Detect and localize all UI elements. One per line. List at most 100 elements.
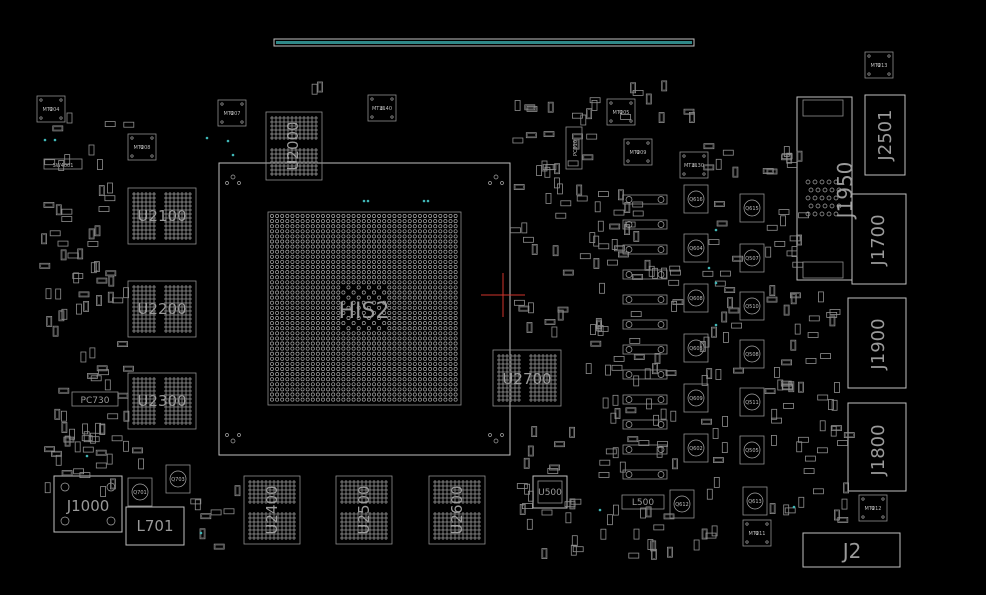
memory-chip-u2700[interactable]: U2700: [492, 349, 562, 407]
memory-chip-u2000[interactable]: U2000: [265, 111, 323, 181]
j1950-label: J1950: [833, 162, 857, 221]
mosfet-label: Q507: [745, 256, 758, 262]
mosfet-q613[interactable]: Q613: [742, 486, 768, 516]
mount-label: MT205: [613, 110, 630, 116]
memory-chip-u2100[interactable]: U2100: [127, 187, 197, 245]
mounting-hole-mt208[interactable]: MT208: [127, 133, 157, 161]
memory-chip-u2500[interactable]: U2500: [335, 475, 393, 545]
l701-label: L701: [137, 517, 174, 535]
u2300-label: U2300: [137, 392, 186, 410]
mosfet-label: Q602: [689, 446, 702, 452]
j1950-pin-field: [805, 179, 842, 217]
mosfet-label: Q510: [745, 304, 758, 310]
mosfet-q609[interactable]: Q609: [683, 383, 709, 413]
mosfet-q604[interactable]: Q604: [683, 233, 709, 263]
mosfet-label: Q511: [745, 400, 758, 406]
mosfet-q505[interactable]: Q505: [739, 435, 765, 465]
mounting-hole-mt211[interactable]: MT211: [742, 519, 772, 547]
mosfet-q602[interactable]: Q602: [683, 433, 709, 463]
u2600-label: U2600: [448, 485, 466, 534]
mounting-hole-mt212[interactable]: MT212: [858, 494, 888, 522]
mosfet-q511[interactable]: Q511: [739, 387, 765, 417]
mounting-hole-mt2140[interactable]: MT2140: [367, 94, 397, 122]
mounting-hole-mt213[interactable]: MT213: [864, 51, 894, 79]
mosfet-label: Q701: [133, 490, 146, 496]
mounting-hole-mt209[interactable]: MT209: [623, 138, 653, 166]
ic-u500[interactable]: U500: [532, 475, 568, 509]
mount-label: MT207: [224, 111, 241, 117]
mounting-hole-mt204[interactable]: MT204: [36, 95, 66, 123]
gpu-label: HIS2: [339, 299, 390, 324]
mosfet-q510[interactable]: Q510: [739, 291, 765, 321]
sw4001-label: SW4001: [53, 163, 74, 169]
mount-label: MT212: [865, 506, 882, 512]
mounting-hole-mt207[interactable]: MT207: [217, 99, 247, 127]
j2-label: J2: [841, 539, 862, 563]
mount-label: MT204: [43, 107, 60, 113]
ic-pc730[interactable]: PC730: [71, 391, 119, 407]
connector-j1900[interactable]: J1900: [847, 297, 907, 389]
pcie-edge-connector: [273, 38, 695, 47]
mosfet-label: Q603: [689, 346, 702, 352]
j1000-label: J1000: [66, 497, 110, 515]
gpu-package-his2[interactable]: HIS2: [218, 162, 511, 456]
mosfet-label: Q616: [689, 197, 702, 203]
mounting-hole-mt205[interactable]: MT205: [606, 98, 636, 126]
memory-chip-u2300[interactable]: U2300: [127, 372, 197, 430]
mount-label: MT208: [134, 145, 151, 151]
u2100-label: U2100: [137, 207, 186, 225]
j1900-label: J1900: [868, 318, 889, 370]
mount-label: MT211: [749, 531, 766, 537]
mosfet-q701[interactable]: Q701: [127, 477, 153, 507]
mosfet-q603[interactable]: Q603: [683, 333, 709, 363]
l500-label: L500: [632, 498, 654, 508]
inductor-l701[interactable]: L701: [125, 506, 185, 546]
mosfet-q615[interactable]: Q615: [739, 193, 765, 223]
mosfet-label: Q615: [745, 206, 758, 212]
connector-j1000[interactable]: J1000: [53, 475, 123, 533]
connector-j2501[interactable]: J2501: [864, 94, 906, 176]
memory-chip-u2200[interactable]: U2200: [127, 280, 197, 338]
connector-j1950[interactable]: J1950: [796, 96, 857, 281]
j2501-label: J2501: [875, 109, 896, 161]
mosfet-q507[interactable]: Q507: [739, 243, 765, 273]
mosfet-label: Q703: [171, 477, 184, 483]
mount-label: MT209: [630, 150, 647, 156]
j1700-label: J1700: [868, 214, 889, 266]
connector-j1700[interactable]: J1700: [851, 193, 907, 285]
u2000-label: U2000: [284, 121, 302, 170]
memory-chip-u2400[interactable]: U2400: [243, 475, 301, 545]
gpu-bga-grid: [270, 214, 458, 402]
connector-j1800[interactable]: J1800: [847, 402, 907, 492]
u500-label: U500: [538, 488, 562, 498]
mosfet-q608[interactable]: Q608: [683, 283, 709, 313]
connector-j2[interactable]: J2: [802, 532, 901, 568]
mosfet-label: Q505: [745, 448, 758, 454]
u2200-label: U2200: [137, 300, 186, 318]
inductor-l500[interactable]: L500: [621, 494, 665, 510]
mosfet-label: Q612: [675, 502, 688, 508]
mosfet-label: Q609: [689, 396, 702, 402]
mosfet-label: Q613: [748, 499, 761, 505]
mosfet-label: Q508: [745, 352, 758, 358]
mosfet-q612[interactable]: Q612: [669, 489, 695, 519]
u2500-label: U2500: [355, 485, 373, 534]
u2400-label: U2400: [263, 485, 281, 534]
mosfet-q703[interactable]: Q703: [165, 464, 191, 494]
mosfet-label: Q608: [689, 296, 702, 302]
probe-crosshair: [481, 273, 525, 317]
mount-label: MT2130: [684, 163, 704, 169]
mosfet-q508[interactable]: Q508: [739, 339, 765, 369]
u2700-label: U2700: [502, 370, 551, 388]
pc730-label: PC730: [81, 396, 110, 406]
mount-label: MT213: [871, 63, 888, 69]
memory-chip-u2600[interactable]: U2600: [428, 475, 486, 545]
mosfet-label: Q604: [689, 246, 702, 252]
mosfet-q616[interactable]: Q616: [683, 184, 709, 214]
j1800-label: J1800: [868, 424, 889, 476]
switch-sw4001[interactable]: SW4001: [43, 158, 83, 170]
mount-label: MT2140: [372, 106, 392, 112]
